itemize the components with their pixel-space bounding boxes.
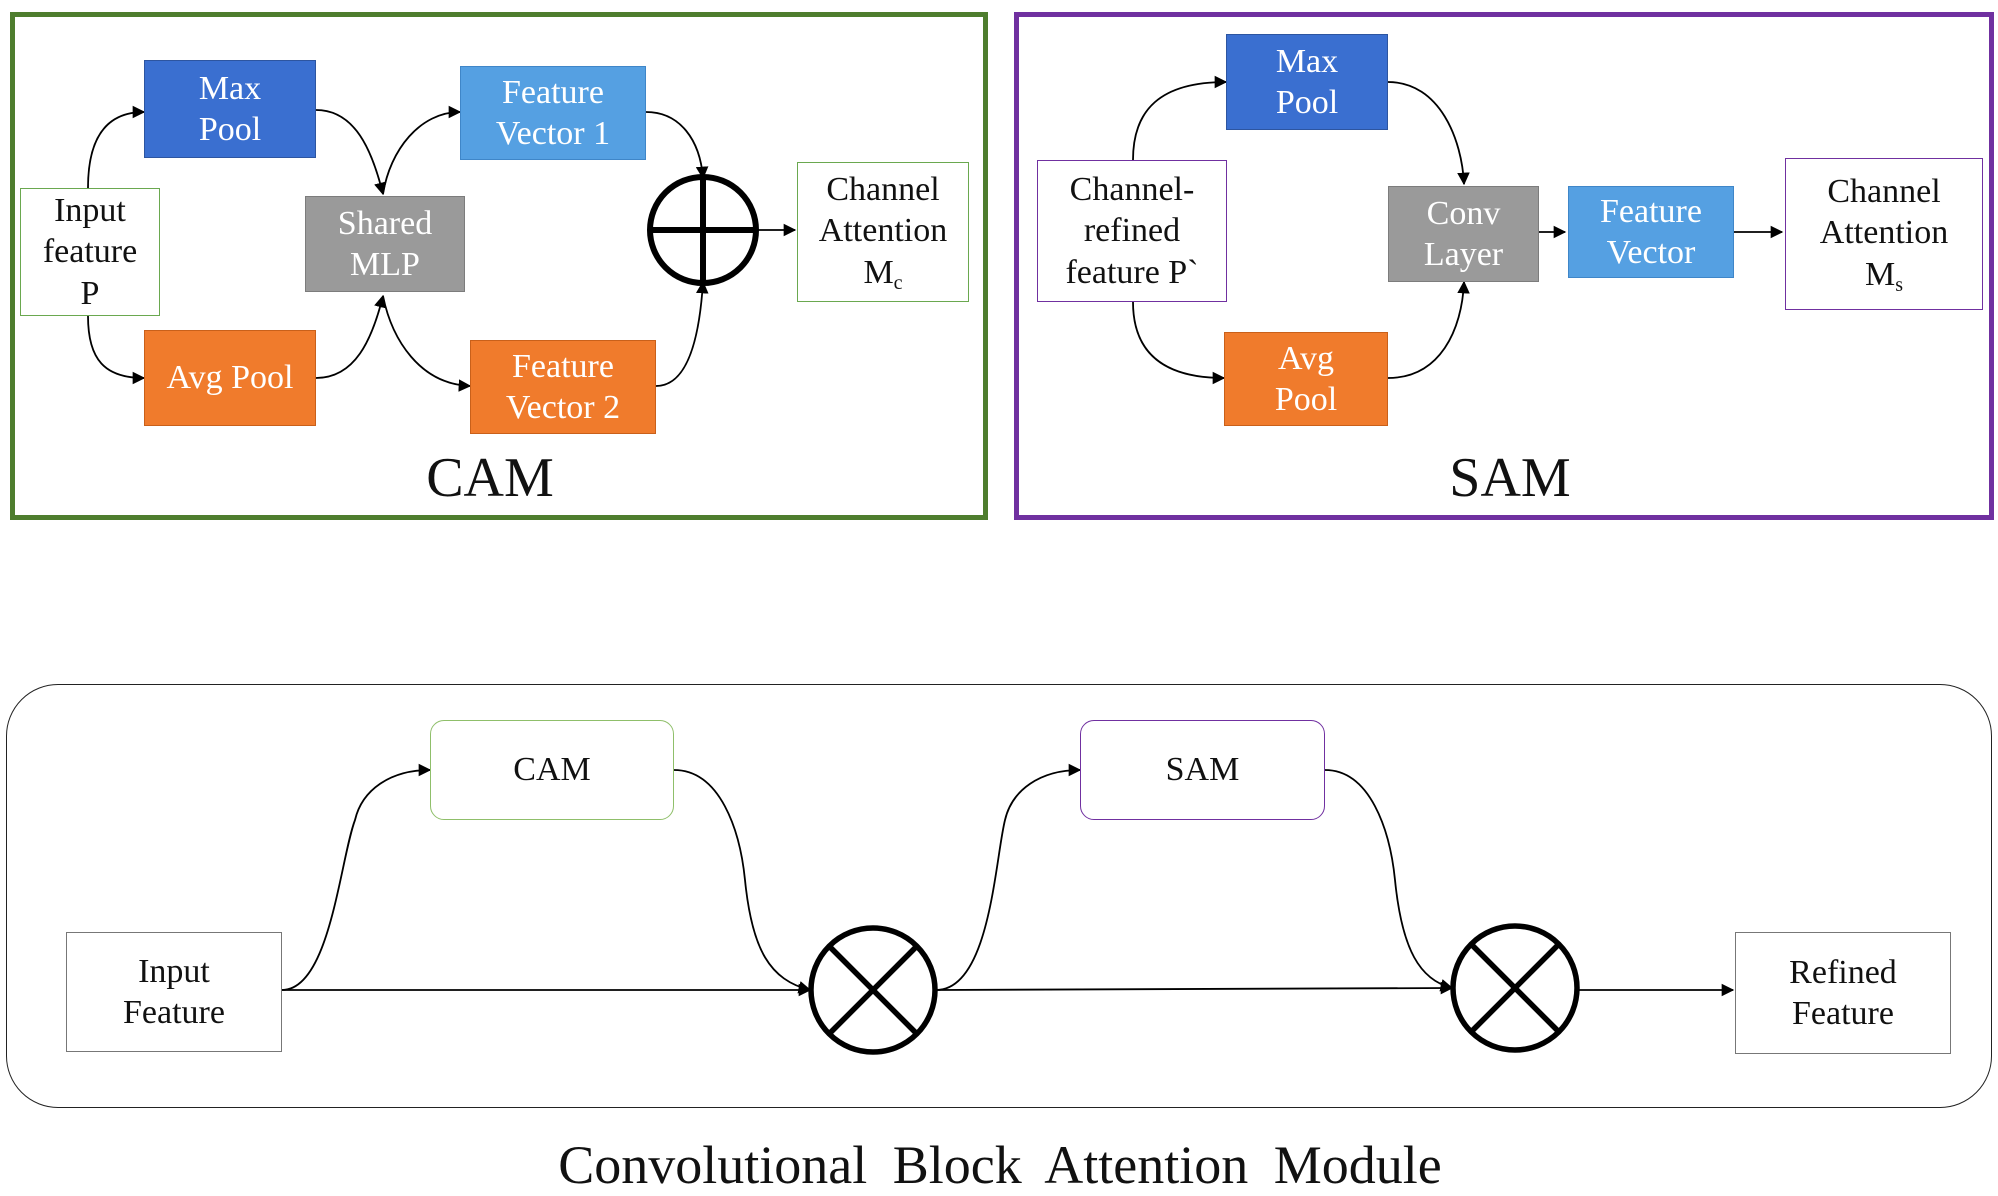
sam-panel bbox=[1014, 12, 1994, 520]
cbam-title: Convolutional Block Attention Module bbox=[558, 1135, 1442, 1195]
cam-title: CAM bbox=[426, 447, 554, 509]
multiply-operator-icon-1 bbox=[808, 925, 938, 1055]
cam-arrow-maxpool-to-mlp bbox=[315, 109, 387, 196]
cbam-sam-box: SAM bbox=[1080, 720, 1325, 820]
cam-arrow-mlp-to-fv1 bbox=[382, 105, 462, 195]
cam-panel bbox=[10, 12, 988, 520]
cbam-arrow-mult1-to-sam bbox=[935, 763, 1082, 991]
cbam-arrow-input-to-cam bbox=[281, 763, 432, 991]
cam-arrow-input-to-avgpool bbox=[87, 315, 146, 385]
sam-arrow-input-to-maxpool bbox=[1132, 75, 1228, 161]
sam-arrow-maxpool-to-conv bbox=[1387, 81, 1470, 186]
cbam-arrow-cam-to-mult1 bbox=[673, 769, 812, 994]
cbam-arrow-sam-to-mult2 bbox=[1324, 769, 1454, 992]
cam-arrow-mlp-to-fv2 bbox=[382, 295, 472, 392]
cbam-line-mult1-to-mult2 bbox=[935, 981, 1454, 995]
cbam-panel bbox=[6, 684, 1992, 1108]
cam-arrow-fv2-to-add bbox=[655, 280, 709, 387]
cam-arrow-avgpool-to-mlp bbox=[315, 294, 387, 379]
cam-arrow-fv1-to-add bbox=[645, 111, 709, 180]
add-operator-icon bbox=[647, 174, 759, 286]
sam-title: SAM bbox=[1449, 447, 1571, 509]
sam-arrow-input-to-avgpool bbox=[1132, 301, 1226, 385]
sam-arrow-avgpool-to-conv bbox=[1387, 280, 1470, 379]
cam-arrow-input-to-maxpool bbox=[87, 105, 146, 189]
cbam-cam-box: CAM bbox=[430, 720, 674, 820]
cam-avg-pool-box: Avg Pool bbox=[144, 330, 316, 426]
multiply-operator-icon-2 bbox=[1450, 923, 1580, 1053]
